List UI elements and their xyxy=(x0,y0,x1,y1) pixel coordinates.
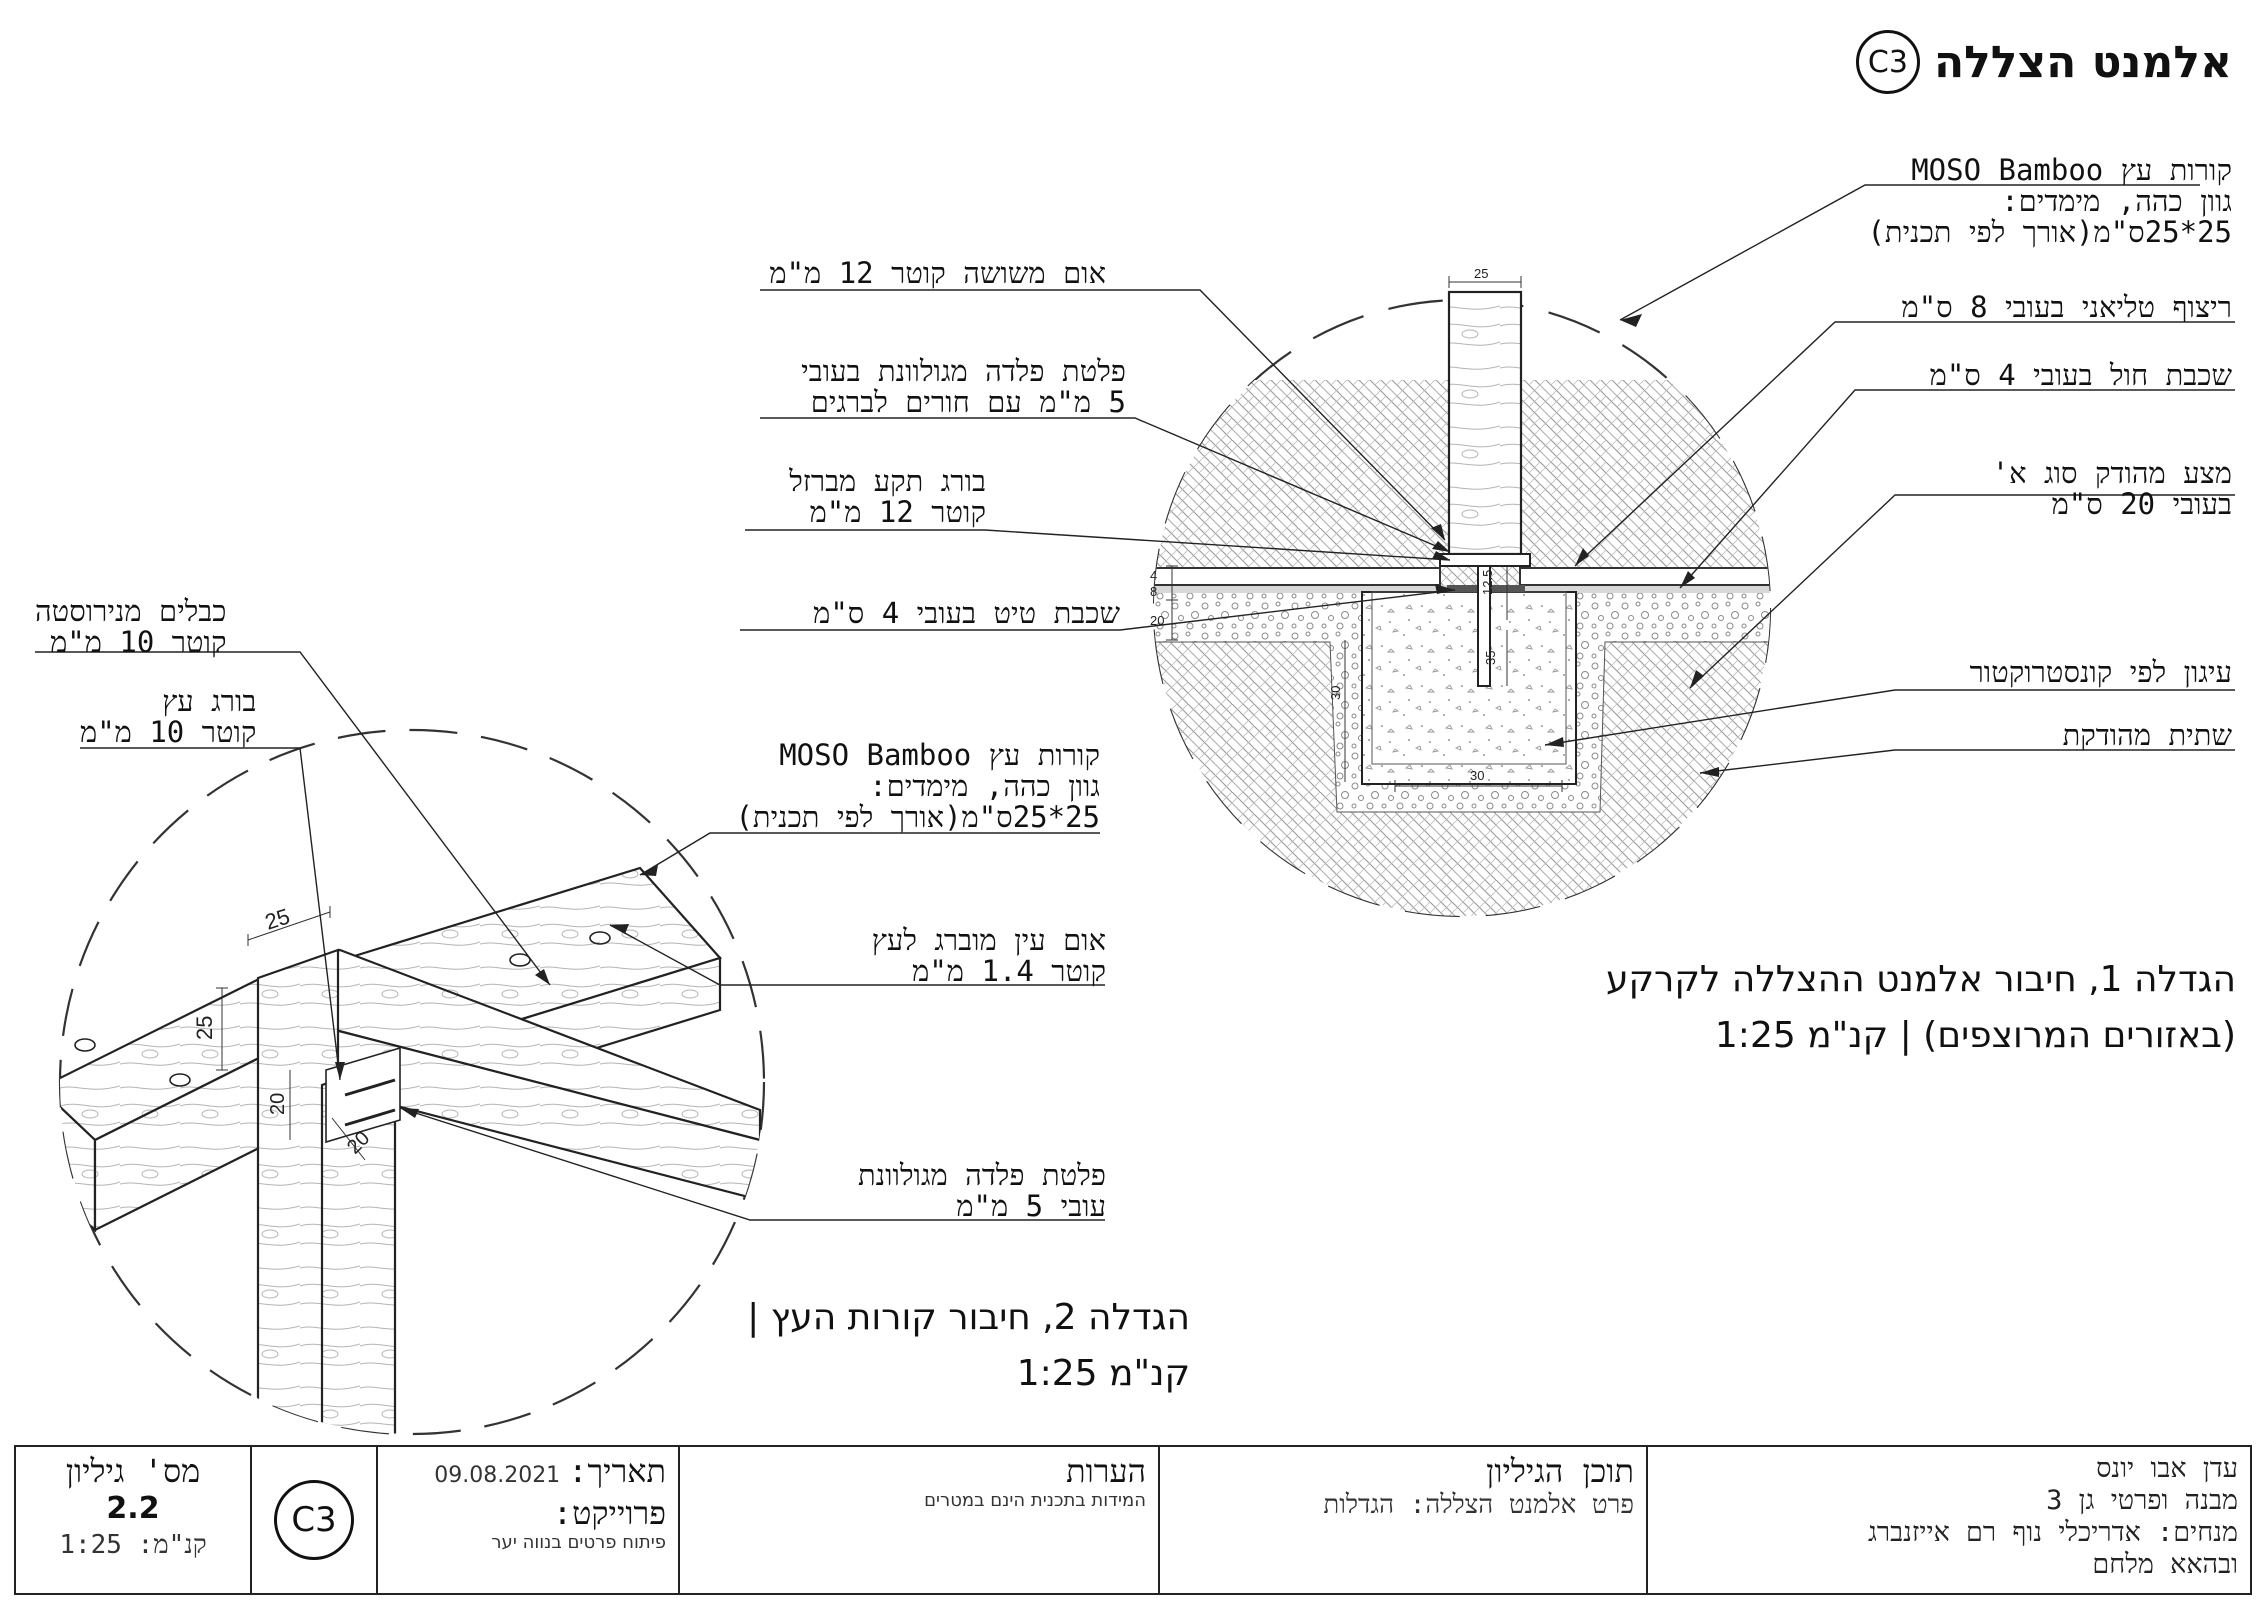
d1-label-subgrade: שתית מהודקת xyxy=(2062,718,2232,752)
d1-dim-text: 35 xyxy=(1483,651,1498,665)
d1-label-hex-nut: אום משושה קוטר 12 מ"מ xyxy=(769,256,1106,290)
d1-dim-text: 25 xyxy=(1474,266,1488,281)
d2-caption: הגדלה 2, חיבור קורות העץ |קנ"מ 1:25 xyxy=(747,1297,1190,1394)
tb-date-project: תאריך: 09.08.2021 פרוייקט: פיתוח פרטים ב… xyxy=(376,1447,678,1593)
title-block: עדן אבו יונס מבנה ופרטי גן 3 מנחים: אדרי… xyxy=(14,1445,2252,1595)
d1-label-base: מצע מהודק סוג א'בעובי 20 ס"מ xyxy=(1991,456,2232,521)
d1-dim-text: 30 xyxy=(1328,686,1343,700)
tb-sheet-no: מס' גיליון 2.2 קנ"מ: 1:25 xyxy=(59,1452,207,1560)
d2-dim-text: 20 xyxy=(267,1093,289,1115)
d1-label-sand: שכבת חול בעובי 4 ס"מ xyxy=(1929,358,2232,392)
tb-designer: עדן אבו יונס מבנה ופרטי גן 3 מנחים: אדרי… xyxy=(1646,1447,2250,1593)
detail2-section xyxy=(58,728,766,1436)
d1-dim-text: 4 xyxy=(1150,568,1157,583)
d1-dim-text: 30 xyxy=(1470,768,1484,783)
d2-dim-text: 25 xyxy=(262,903,293,934)
detail1-section xyxy=(1152,276,1772,918)
d1-dim-text: 12.5 xyxy=(1480,570,1495,595)
d1-dim-text: 20 xyxy=(1150,613,1164,628)
d1-caption: הגדלה 1, חיבור אלמנט ההצללה לקרקע(באזורי… xyxy=(1605,959,2236,1056)
sheet-title-text: אלמנט הצללה xyxy=(1933,36,2232,88)
d1-label-anchor: עיגון לפי קונסטרוקטור xyxy=(1969,655,2232,689)
tb-notes: הערות המידות בתכנית הינם במטרים xyxy=(678,1447,1158,1593)
tb-code: C3 xyxy=(250,1447,376,1593)
d2-dim-text: 25 xyxy=(192,1016,217,1040)
sheet-code-badge: C3 xyxy=(1855,30,1920,94)
d1-label-mortar: שכבת טיט בעובי 4 ס"מ xyxy=(813,596,1120,630)
sheet-title: אלמנט הצללה C3 xyxy=(1855,30,2232,94)
d1-dim-text: 8 xyxy=(1150,584,1157,599)
tb-content: תוכן הגיליון פרט אלמנט הצללה: הגדלות xyxy=(1158,1447,1646,1593)
d1-label-tiles: ריצוף טליאני בעובי 8 ס"מ xyxy=(1901,290,2232,324)
